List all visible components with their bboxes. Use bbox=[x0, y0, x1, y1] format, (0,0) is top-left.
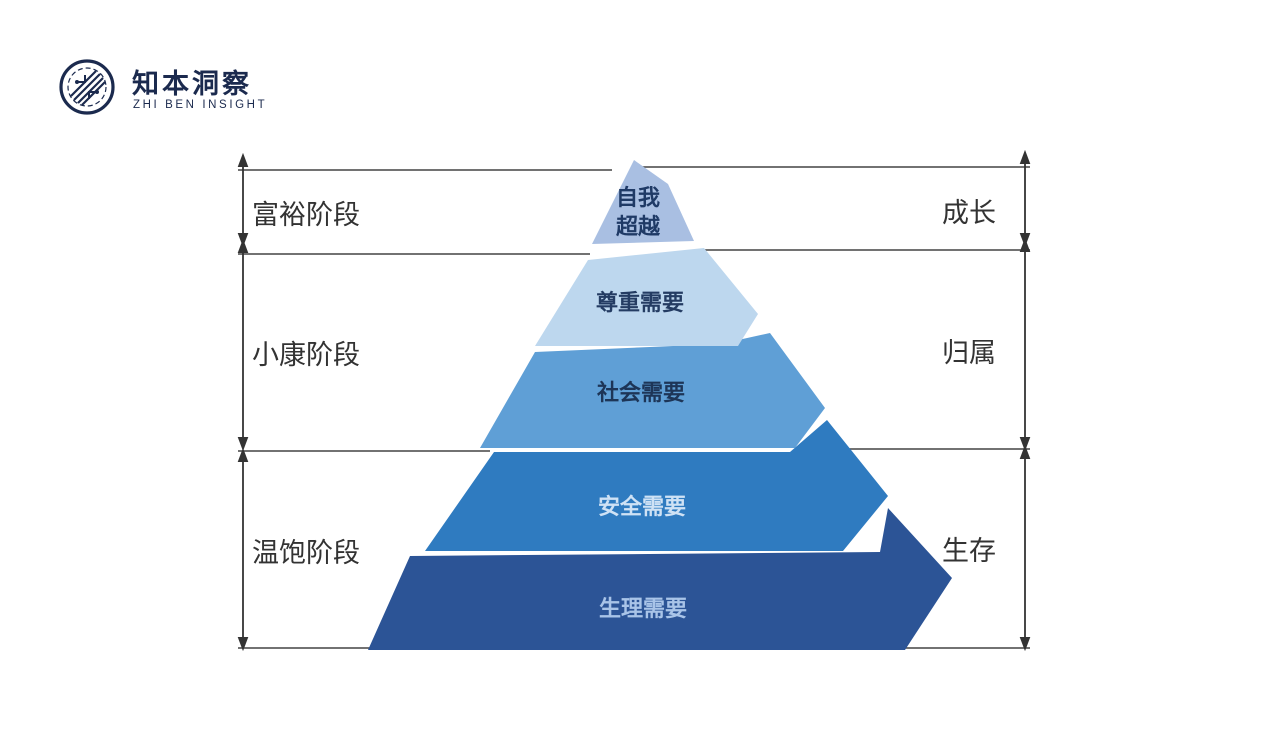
brand-name-en: ZHI BEN INSIGHT bbox=[133, 99, 268, 111]
pyramid-level-physiological bbox=[368, 508, 952, 650]
pyramid-level-safety bbox=[425, 420, 888, 551]
brand-mark-icon bbox=[59, 59, 115, 115]
pyramid-level-social bbox=[480, 333, 825, 448]
level-label-physiological: 生理需要 bbox=[599, 596, 687, 622]
level-label-self-transcendence-line2: 超越 bbox=[616, 214, 661, 240]
brand-name-cn: 知本洞察 bbox=[132, 69, 252, 100]
stage-label-survival: 生存 bbox=[942, 536, 996, 567]
stage-label-growth: 成长 bbox=[942, 198, 996, 229]
brand-logo: 知本洞察 ZHI BEN INSIGHT bbox=[58, 58, 298, 120]
stage-label-belonging: 归属 bbox=[942, 338, 996, 369]
pyramid-level-self-transcendence bbox=[592, 160, 694, 244]
stage-label-affluent: 富裕阶段 bbox=[252, 200, 360, 231]
stage-label-moderately-prosperous: 小康阶段 bbox=[252, 340, 360, 371]
stage-label-subsistence: 温饱阶段 bbox=[252, 538, 360, 569]
level-label-safety: 安全需要 bbox=[598, 494, 686, 520]
level-label-self-transcendence-line1: 自我 bbox=[616, 185, 660, 211]
level-label-esteem: 尊重需要 bbox=[596, 290, 684, 316]
pyramid-level-esteem bbox=[535, 248, 758, 346]
level-label-social: 社会需要 bbox=[597, 380, 685, 406]
